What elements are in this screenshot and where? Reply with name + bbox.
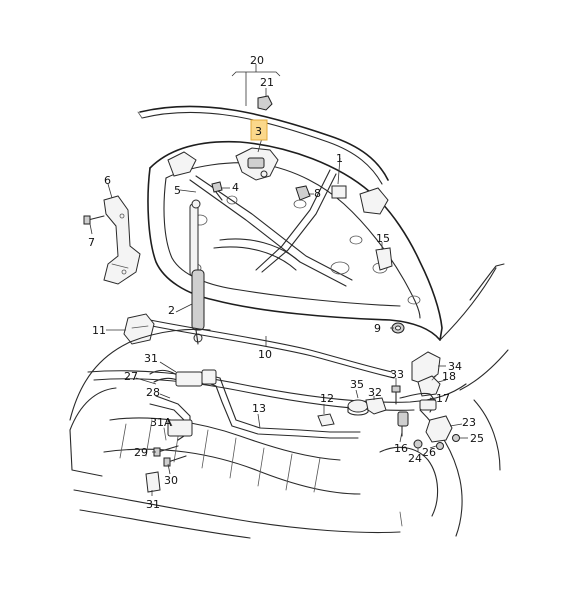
callout-15: 15 (376, 232, 390, 245)
callout-31-bottom: 31 (146, 498, 160, 511)
callout-29: 29 (134, 446, 148, 459)
callout-3[interactable]: 3 (255, 125, 262, 138)
callout-34: 34 (448, 360, 462, 373)
clip-21 (257, 95, 273, 111)
callout-13: 13 (252, 402, 266, 415)
leader-lines (89, 88, 468, 496)
callout-6: 6 (104, 174, 111, 187)
holder-32 (365, 397, 387, 415)
callout-25: 25 (470, 432, 484, 445)
callout-7: 7 (88, 236, 95, 249)
callout-31-top: 31 (144, 352, 158, 365)
buffer-5 (331, 185, 347, 199)
callout-8: 8 (314, 187, 321, 200)
callout-35: 35 (350, 378, 364, 391)
harness-17 (399, 392, 437, 413)
bolts-29-30 (153, 445, 187, 467)
cap-35 (347, 399, 369, 416)
callout-12: 12 (320, 392, 334, 405)
callout-4: 4 (232, 181, 239, 194)
buffer-15 (375, 247, 393, 271)
highlight-box-3 (250, 119, 268, 141)
callout-18: 18 (442, 370, 456, 383)
callout-21: 21 (260, 76, 274, 89)
callout-labels: 20 21 3 1 6 4 8 5 7 15 2 9 11 10 31 34 2… (88, 54, 484, 511)
callout-10: 10 (258, 348, 272, 361)
callout-11: 11 (92, 324, 106, 337)
callout-31a: 31A (150, 416, 172, 429)
hood-hinge (103, 195, 141, 285)
callout-17: 17 (436, 392, 450, 405)
bracket-31-bottom (145, 471, 161, 493)
bolt-33 (391, 385, 401, 405)
striker-23 (425, 415, 453, 443)
callout-20: 20 (250, 54, 264, 67)
clip-12 (317, 413, 335, 427)
callout-33: 33 (390, 368, 404, 381)
hood-lock (235, 147, 279, 181)
callout-9: 9 (374, 322, 381, 335)
cable-holder-11 (123, 313, 155, 345)
car-front-body (69, 263, 509, 539)
bolt-4 (211, 181, 223, 201)
microswitch-16 (397, 411, 409, 437)
callout-5: 5 (174, 184, 181, 197)
gas-strut (189, 199, 205, 345)
bolt-7 (83, 215, 105, 225)
callout-16: 16 (394, 442, 408, 455)
bracket-34 (411, 351, 441, 385)
callout-28: 28 (146, 386, 160, 399)
clip-8 (295, 185, 311, 201)
nut-24-26-25 (413, 434, 460, 450)
callout-30: 30 (164, 474, 178, 487)
callout-26: 26 (422, 446, 436, 459)
callout-2: 2 (168, 304, 175, 317)
callout-23: 23 (462, 416, 476, 429)
callout-24: 24 (408, 452, 422, 465)
callout-1: 1 (336, 152, 343, 165)
callout-27: 27 (124, 370, 138, 383)
release-cable (149, 319, 395, 379)
hood-panel (147, 140, 443, 341)
callout-32: 32 (368, 386, 382, 399)
hood-seal-strip (137, 105, 389, 185)
bracket-20 (231, 64, 281, 106)
